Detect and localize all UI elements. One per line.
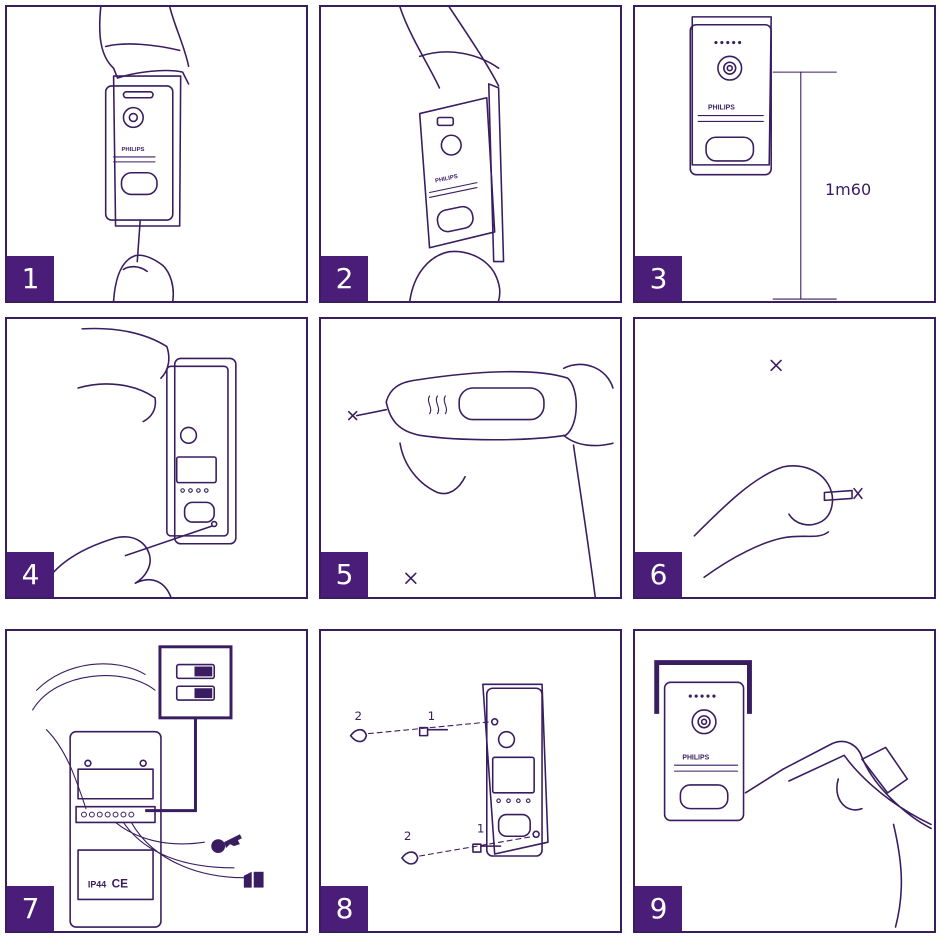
key-icon [211, 834, 242, 853]
wall-plug-icon [402, 852, 418, 864]
brand-text: PHILIPS [435, 174, 459, 185]
wall-plug-icon [351, 730, 367, 742]
ip-rating: IP44 [88, 880, 106, 890]
drill-icon [386, 372, 576, 440]
door-station [690, 25, 771, 175]
step-number: 3 [635, 256, 682, 301]
lower-hand-icon [37, 537, 171, 597]
wall-plug-icon [824, 491, 852, 501]
hand-icon [400, 7, 499, 88]
part-label: 1 [428, 709, 436, 723]
screw-icon [420, 728, 448, 736]
step-3-panel: PHILIPS 1m60 3 [633, 5, 936, 303]
brand-text: PHILIPS [682, 754, 709, 761]
step-number: 1 [7, 256, 54, 301]
door-station [420, 98, 495, 248]
door-station [665, 682, 744, 820]
gate-icon [244, 872, 264, 888]
part-label: 2 [404, 829, 412, 843]
step-8-panel: 2 1 2 1 8 [319, 629, 622, 933]
hand-icon [564, 364, 613, 445]
lower-hand-icon [410, 251, 500, 301]
drill-mark [406, 573, 416, 583]
step-4-panel: 4 [5, 317, 308, 599]
terminal-block [76, 807, 155, 823]
step-1-panel: PHILIPS 1 [5, 5, 308, 303]
rating-label [78, 850, 153, 899]
step-number: 6 [635, 552, 682, 597]
drill-mark [771, 360, 781, 370]
brand-text: PHILIPS [121, 147, 144, 153]
lower-hand-icon [400, 443, 465, 493]
step-9-panel: PHILIPS 9 [633, 629, 936, 933]
step-number: 9 [635, 886, 682, 931]
step-5-panel: 5 [319, 317, 622, 599]
back-plate [167, 366, 228, 536]
step-number: 5 [321, 552, 368, 597]
step-number: 2 [321, 256, 368, 301]
step-number: 4 [7, 552, 54, 597]
step-number: 8 [321, 886, 368, 931]
step-6-panel: 6 [633, 317, 936, 599]
brand-text: PHILIPS [708, 105, 735, 112]
part-label: 2 [355, 709, 363, 723]
step-number: 7 [7, 886, 54, 931]
hand-icon [694, 466, 832, 577]
hand-icon [78, 328, 169, 421]
rain-hood [657, 663, 750, 714]
back-plate [70, 732, 161, 927]
label-area [78, 769, 153, 799]
switch-detail [160, 647, 231, 718]
ce-mark: CE [112, 877, 129, 891]
height-label: 1m60 [825, 180, 871, 199]
part-label: 1 [477, 821, 485, 835]
silicone-gun-icon [783, 741, 931, 828]
step-2-panel: PHILIPS 2 [319, 5, 622, 303]
drill-cable [574, 445, 596, 597]
hand-icon [100, 7, 189, 84]
step-7-panel: IP44 CE 7 [5, 629, 308, 933]
